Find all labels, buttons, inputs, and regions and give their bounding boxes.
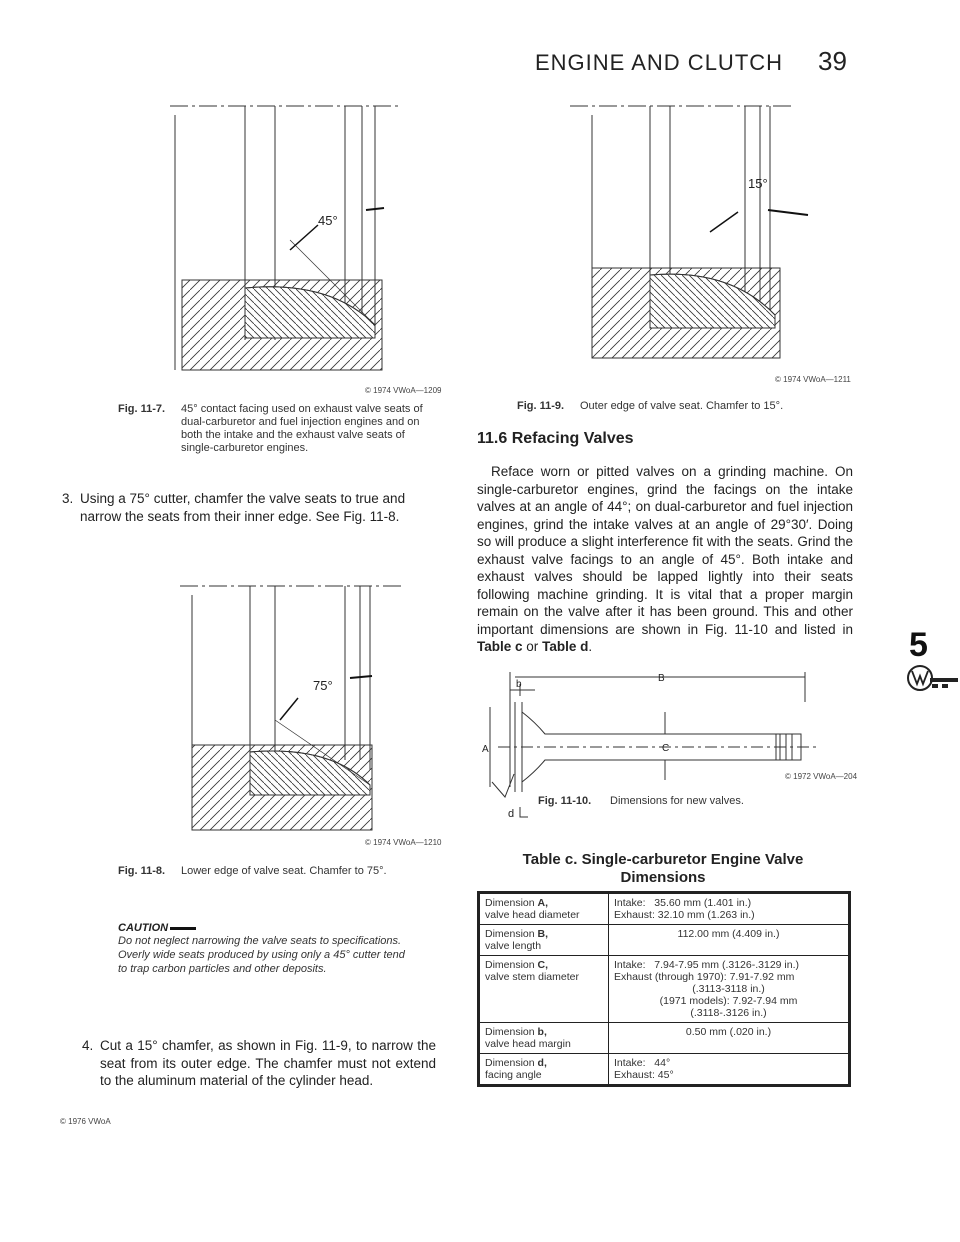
fig-11-8-drawing: 75° [180, 580, 420, 835]
fig-11-8-credit: © 1974 VWoA—1210 [365, 838, 442, 847]
fig-11-10-label: Fig. 11-10. [538, 795, 592, 807]
fig-11-9-angle-label: 15° [748, 176, 768, 191]
spec-key-prefix: Dimension [485, 928, 538, 940]
fig-11-8-angle-label: 75° [313, 678, 333, 693]
fig-11-9-label: Fig. 11-9. [517, 400, 565, 412]
section-paragraph-or: or [526, 639, 539, 654]
spec-value-line: Exhaust: 32.10 mm (1.263 in.) [614, 909, 755, 921]
section-paragraph: Reface worn or pitted valves on a grindi… [477, 463, 853, 656]
spec-value-line: Exhaust: 45° [614, 1069, 674, 1081]
spec-key-letter: A, [537, 897, 549, 909]
fig-11-10-dim-C: C [662, 743, 669, 754]
fig-11-9-drawing: 15° [570, 100, 815, 370]
fig-11-9-caption-text: Outer edge of valve seat. Chamfer to 15°… [580, 400, 784, 412]
spec-key-description: valve stem diameter [485, 971, 579, 983]
spec-value-line: Intake: 35.60 mm (1.401 in.) [614, 897, 752, 909]
table-title-line-1: Table c. Single-carburetor Engine Valve [522, 851, 804, 868]
table-c-reference: Table c [477, 639, 523, 654]
fig-11-7-credit: © 1974 VWoA—1209 [365, 386, 442, 395]
spec-key-description: valve head diameter [485, 909, 580, 921]
spec-key-prefix: Dimension [485, 1026, 538, 1038]
spec-key-letter: C, [537, 959, 549, 971]
spec-table-value-cell: Intake: 35.60 mm (1.401 in.)Exhaust: 32.… [608, 893, 849, 925]
spec-table-value-cell: Intake: 44°Exhaust: 45° [608, 1053, 849, 1085]
fig-11-9-credit: © 1974 VWoA—1211 [775, 375, 851, 384]
spec-key-description: valve head margin [485, 1038, 571, 1050]
fig-11-7-label: Fig. 11-7. [118, 403, 166, 415]
fig-11-7-caption: Fig. 11-7. 45° contact facing used on ex… [118, 403, 436, 455]
spec-key-description: facing angle [485, 1069, 542, 1081]
caution-rule [170, 926, 197, 930]
step-4-number: 4. [82, 1038, 94, 1053]
spec-key-letter: B, [537, 928, 549, 940]
fig-11-9-caption: Fig. 11-9. Outer edge of valve seat. Cha… [517, 400, 857, 413]
fig-11-10-dim-d: d [508, 808, 514, 820]
chapter-tab-marker: 5 [906, 628, 958, 701]
spec-table-value-cell: 0.50 mm (.020 in.) [608, 1022, 849, 1054]
step-3-text: Using a 75° cutter, chamfer the valve se… [80, 491, 406, 524]
fig-11-8-label: Fig. 11-8. [118, 865, 166, 877]
spec-table-key-cell: Dimension B,valve length [479, 924, 609, 956]
page-number: 39 [818, 46, 847, 76]
table-title: Table c. Single-carburetor Engine Valve … [477, 851, 849, 887]
caution-text: Do not neglect narrowing the valve seats… [118, 935, 405, 975]
step-3-number: 3. [62, 491, 74, 506]
spec-table-key-cell: Dimension d,facing angle [479, 1053, 609, 1085]
spec-table-row: Dimension B,valve length 112.00 mm (4.409… [479, 924, 849, 956]
fig-11-10-credit: © 1972 VWoA—204 [785, 772, 858, 781]
spec-table-key-cell: Dimension C,valve stem diameter [479, 955, 609, 1023]
spec-value-line: 112.00 mm (4.409 in.) [677, 928, 780, 940]
section-heading: 11.6 Refacing Valves [477, 430, 634, 447]
fig-11-10-dim-A: A [482, 744, 489, 755]
fig-11-7-angle-label: 45° [318, 213, 338, 228]
caution-box: CAUTION Do not neglect narrowing the val… [118, 922, 408, 976]
spec-value-line: (1971 models): 7.92-7.94 mm [659, 995, 798, 1007]
spec-value-line: Intake: 7.94-7.95 mm (.3126-.3129 in.) [614, 959, 800, 971]
section-paragraph-text: Reface worn or pitted valves on a grindi… [477, 464, 853, 637]
spec-key-prefix: Dimension [485, 959, 538, 971]
spec-value-line: Exhaust (through 1970): 7.91-7.92 mm [614, 971, 795, 983]
fig-11-7-caption-text: 45° contact facing used on exhaust valve… [181, 403, 423, 454]
fig-11-10-dim-b: b [516, 679, 522, 690]
fig-11-10-drawing: B b A C d [480, 662, 840, 827]
fig-11-10-dim-B: B [658, 673, 665, 684]
footer-credit: © 1976 VWoA [60, 1117, 111, 1126]
spec-table-row: Dimension b,valve head margin 0.50 mm (.0… [479, 1022, 849, 1054]
spec-key-prefix: Dimension [485, 1057, 538, 1069]
step-4: 4. Cut a 15° chamfer, as shown in Fig. 1… [82, 1037, 436, 1090]
spec-key-letter: b, [537, 1026, 547, 1038]
spec-key-prefix: Dimension [485, 897, 538, 909]
vw-logo-icon [907, 665, 958, 691]
spec-value-line: 0.50 mm (.020 in.) [685, 1026, 772, 1038]
table-title-line-2: Dimensions [620, 869, 706, 886]
page-header-title: ENGINE AND CLUTCH [535, 50, 784, 75]
spec-value-line: (.3118-.3126 in.) [690, 1007, 767, 1019]
fig-11-7-drawing: 45° [170, 100, 410, 390]
spec-table-value-cell: 112.00 mm (4.409 in.) [608, 924, 849, 956]
fig-11-8-caption: Fig. 11-8. Lower edge of valve seat. Cha… [118, 865, 436, 878]
fig-11-10-caption: Fig. 11-10. Dimensions for new valves. [538, 795, 838, 808]
spec-value-line: (.3113-3118 in.) [692, 983, 765, 995]
fig-11-8-caption-text: Lower edge of valve seat. Chamfer to 75°… [181, 865, 387, 877]
spec-value-line: Intake: 44° [614, 1057, 671, 1069]
spec-table-key-cell: Dimension b,valve head margin [479, 1022, 609, 1054]
chapter-tab-number: 5 [909, 626, 928, 664]
section-paragraph-end: . [588, 639, 593, 654]
spec-table-key-cell: Dimension A,valve head diameter [479, 893, 609, 925]
spec-table-value-cell: Intake: 7.94-7.95 mm (.3126-.3129 in.)Ex… [608, 955, 849, 1023]
table-d-reference: Table d [542, 639, 589, 654]
caution-heading: CAUTION [118, 922, 169, 934]
fig-11-10-caption-text: Dimensions for new valves. [610, 795, 744, 807]
step-4-text: Cut a 15° chamfer, as shown in Fig. 11-9… [100, 1038, 436, 1088]
spec-key-description: valve length [485, 940, 542, 952]
step-3: 3. Using a 75° cutter, chamfer the valve… [62, 490, 436, 525]
spec-key-letter: d, [537, 1057, 547, 1069]
